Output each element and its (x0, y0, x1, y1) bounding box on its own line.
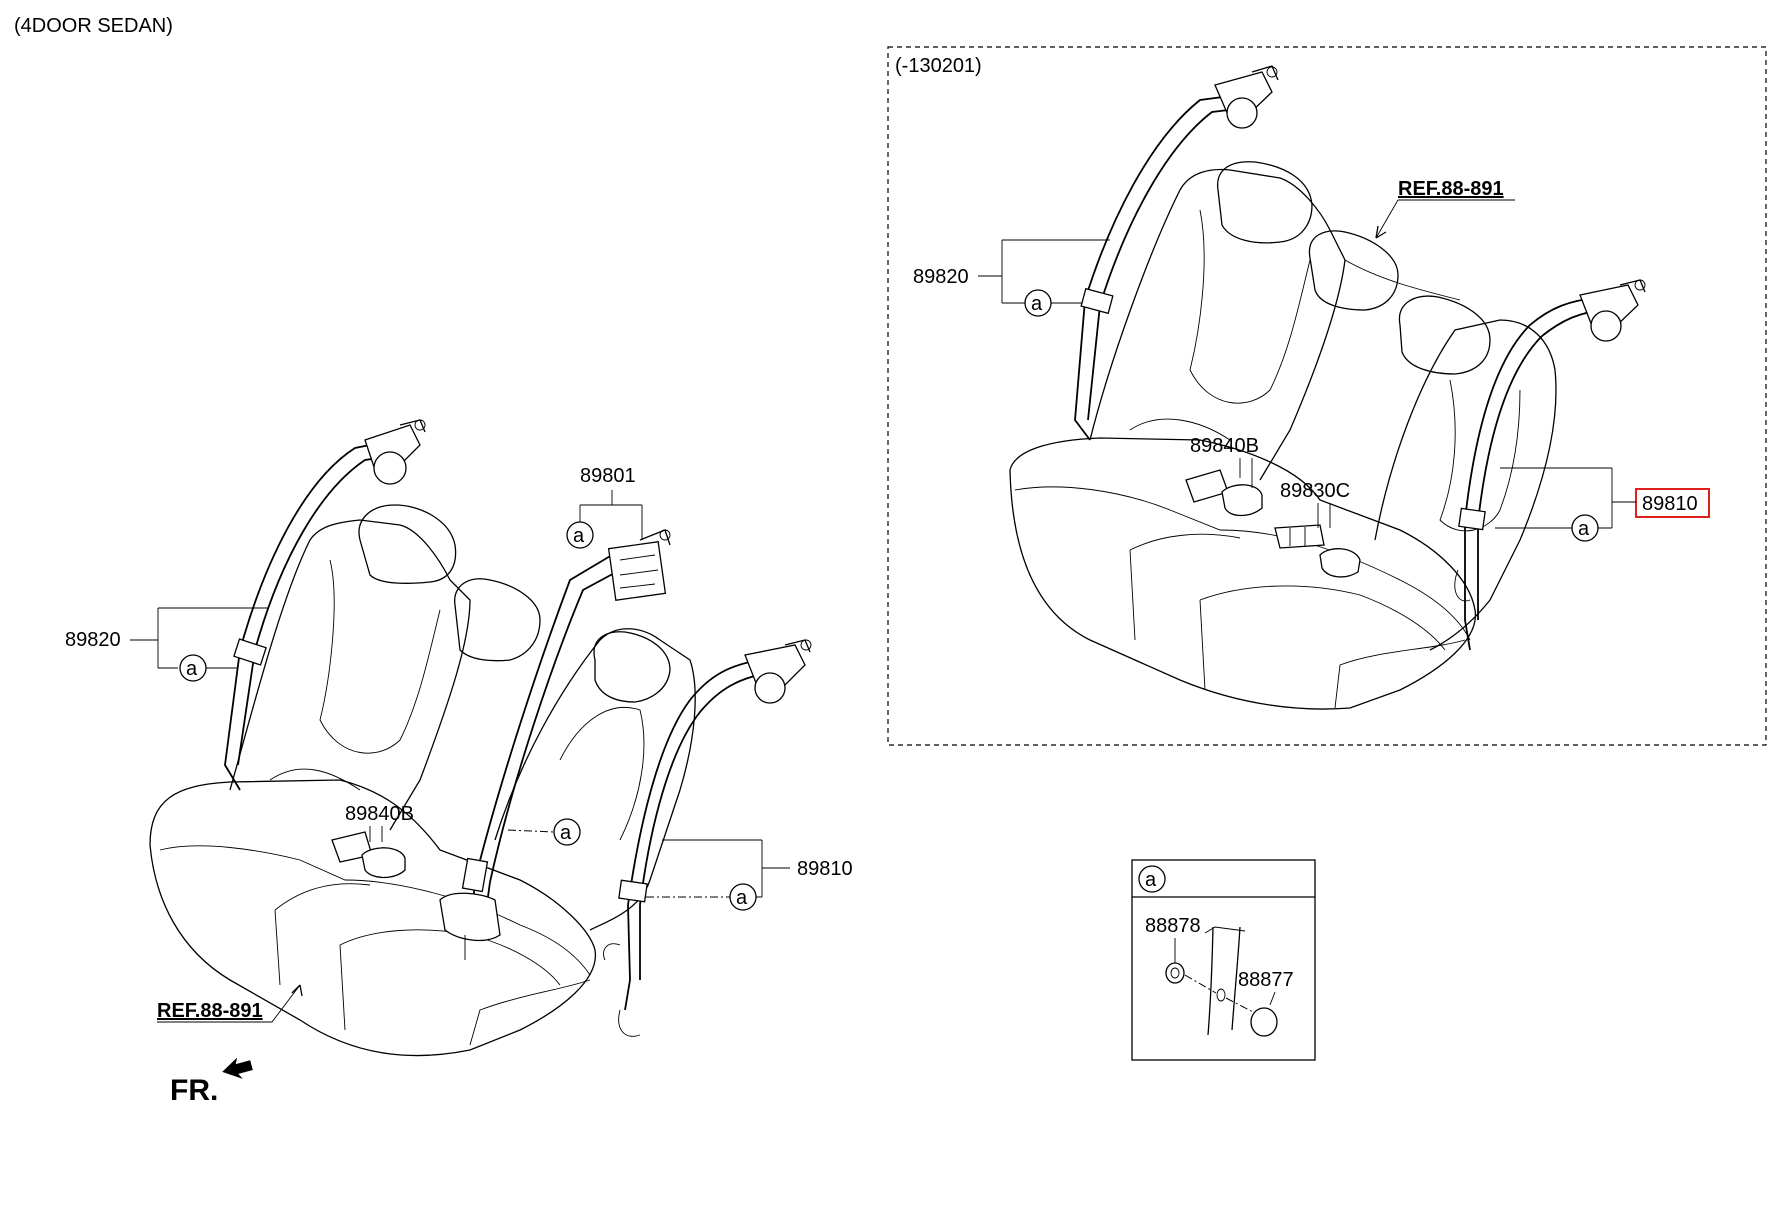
svg-text:89810: 89810 (797, 858, 853, 880)
left-buckle-89840b (331, 831, 406, 879)
left-callout-89840b: 89840B (345, 803, 414, 842)
svg-text:89830C: 89830C (1280, 480, 1350, 502)
right-inset-left-retractor (1214, 65, 1279, 129)
right-callout-89820: 89820 a (913, 239, 1110, 317)
front-direction-indicator: FR. (170, 1057, 253, 1107)
right-callout-ref: REF.88-891 (1375, 178, 1515, 239)
right-inset-right-retractor (1579, 279, 1646, 342)
highlight-box-89810 (1635, 488, 1710, 518)
right-inset-buckle-89830c (1274, 524, 1361, 578)
svg-text:89810: 89810 (1642, 493, 1698, 515)
right-seat-assembly (1009, 65, 1646, 710)
left-seat-assembly (149, 419, 812, 1057)
right-callout-89810: 89810 a (1495, 467, 1710, 542)
inset-date-code: (-130201) (895, 55, 982, 77)
svg-text:a: a (1145, 869, 1157, 891)
svg-text:89820: 89820 (65, 629, 121, 651)
svg-text:REF.88-891: REF.88-891 (157, 1000, 263, 1022)
svg-text:89840B: 89840B (1190, 435, 1259, 457)
left-callout-89810: 89810 a a (507, 818, 853, 911)
right-inset-buckle-89840b (1185, 469, 1263, 517)
svg-text:a: a (573, 525, 585, 547)
part-88877-label: 88877 (1238, 969, 1294, 991)
left-callout-89801: 89801 a (566, 465, 643, 549)
svg-text:a: a (1031, 293, 1043, 315)
svg-text:REF.88-891: REF.88-891 (1398, 178, 1504, 200)
svg-text:89801: 89801 (580, 465, 636, 487)
inset-frame (887, 46, 1767, 746)
left-callout-89820: 89820 a (65, 607, 268, 682)
svg-text:a: a (560, 822, 572, 844)
right-callout-89830c: 89830C (1280, 480, 1350, 528)
left-retractor (364, 419, 426, 485)
detail-a-box: a 88878 88877 (1131, 859, 1316, 1061)
svg-text:89840B: 89840B (345, 803, 414, 825)
center-retractor-89801 (607, 529, 671, 601)
svg-text:89820: 89820 (913, 266, 969, 288)
right-retractor (744, 639, 812, 704)
part-88878-label: 88878 (1145, 915, 1201, 937)
svg-text:a: a (186, 658, 198, 680)
svg-text:FR.: FR. (170, 1074, 218, 1107)
variant-title: (4DOOR SEDAN) (14, 15, 173, 37)
left-ref-label: REF.88-891 (157, 984, 303, 1023)
svg-text:a: a (1578, 518, 1590, 540)
right-callout-89840b: 89840B (1190, 435, 1259, 488)
svg-text:a: a (736, 887, 748, 909)
